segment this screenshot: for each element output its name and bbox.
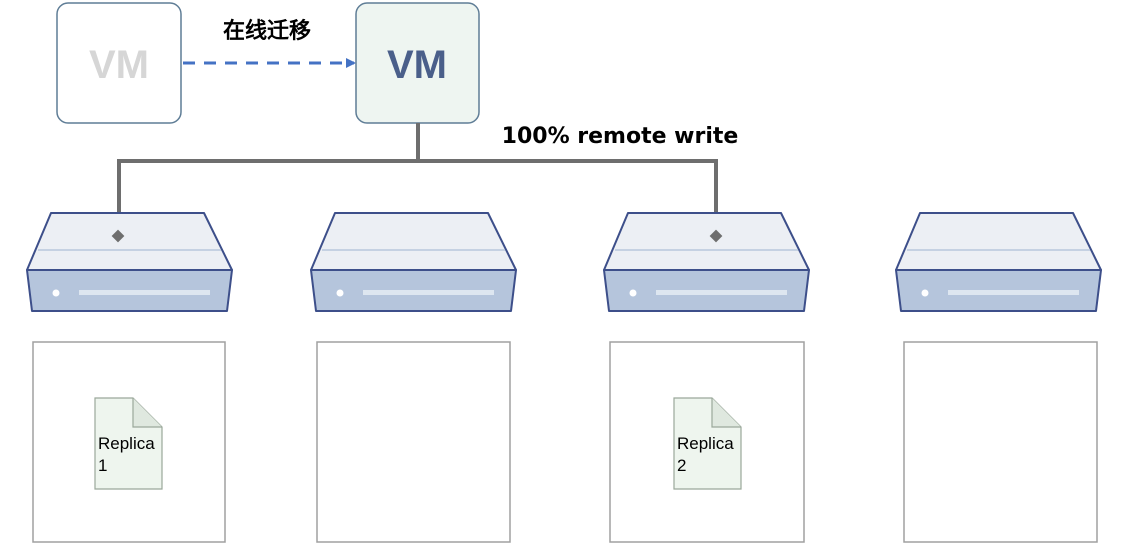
vm-target-label: VM bbox=[387, 43, 447, 87]
vm-source-label: VM bbox=[89, 43, 149, 87]
server-2 bbox=[310, 212, 517, 312]
replica-file-2: Replica 2 bbox=[673, 397, 742, 490]
replica-2-number: 2 bbox=[677, 456, 686, 475]
server-4-slot bbox=[948, 290, 1079, 295]
server-1-slot bbox=[79, 290, 210, 295]
server-4-led bbox=[921, 289, 929, 297]
vm-source-box: VM bbox=[56, 2, 182, 124]
replica-file-1: Replica 1 bbox=[94, 397, 163, 490]
replica-1-number: 1 bbox=[98, 456, 107, 475]
server-3-slot bbox=[656, 290, 787, 295]
server-4 bbox=[895, 212, 1102, 312]
disk-box-4 bbox=[903, 341, 1098, 543]
server-3-led bbox=[629, 289, 637, 297]
server-2-led bbox=[336, 289, 344, 297]
write-connector bbox=[117, 123, 718, 234]
replica-2-label: Replica bbox=[677, 434, 734, 453]
migration-label: 在线迁移 bbox=[223, 18, 311, 44]
disk-box-2 bbox=[316, 341, 511, 543]
server-3 bbox=[603, 212, 810, 312]
server-1-port bbox=[111, 229, 125, 243]
vm-target-box: VM bbox=[355, 2, 480, 124]
remote-write-label: 100% remote write bbox=[502, 124, 739, 149]
server-2-slot bbox=[363, 290, 494, 295]
server-1-led bbox=[52, 289, 60, 297]
server-1 bbox=[26, 212, 233, 312]
replica-1-label: Replica bbox=[98, 434, 155, 453]
